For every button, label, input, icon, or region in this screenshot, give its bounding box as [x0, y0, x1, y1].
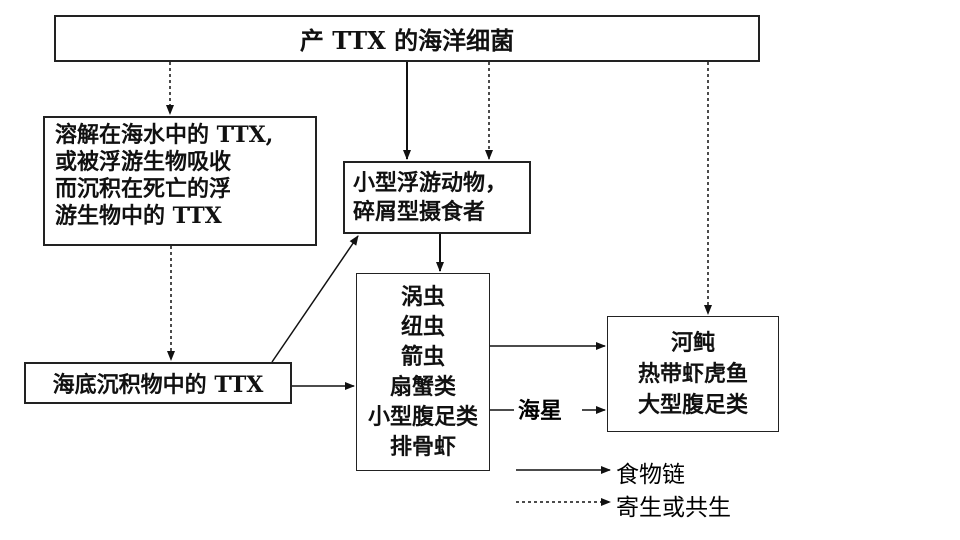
- dissolved-line-3: 而沉积在死亡的浮: [55, 176, 232, 202]
- sediment-label: 海底沉积物中的 TTX: [52, 372, 264, 398]
- invertebrate-item: 小型腹足类: [367, 404, 478, 430]
- arrow-sediment-to-plankton: [271, 235, 359, 363]
- seastar-label: 海星: [518, 398, 563, 424]
- invertebrate-item: 纽虫: [400, 314, 445, 340]
- dissolved-line-2: 或被浮游生物吸收: [55, 149, 232, 175]
- bacteria-label: 产 TTX 的海洋细菌: [299, 26, 515, 55]
- dissolved-ttx-box: 溶解在海水中的 TTX, 或被浮游生物吸收 而沉积在死亡的浮 游生物中的 TTX: [43, 116, 317, 246]
- bacteria-box: 产 TTX 的海洋细菌: [54, 15, 760, 62]
- dissolved-line-1: 溶解在海水中的 TTX,: [55, 122, 274, 148]
- plankton-line-1: 小型浮游动物，: [353, 170, 508, 196]
- predator-item: 热带虾虎鱼: [637, 360, 748, 387]
- dissolved-line-4: 游生物中的 TTX: [55, 203, 222, 229]
- predator-item: 大型腹足类: [637, 391, 748, 418]
- predator-item: 河鲀: [670, 329, 715, 356]
- legend-food-chain-label: 食物链: [616, 462, 685, 488]
- invertebrate-item: 扇蟹类: [389, 374, 456, 400]
- invertebrates-box: 涡虫 纽虫 箭虫 扇蟹类 小型腹足类 排骨虾: [356, 273, 490, 471]
- sediment-ttx-box: 海底沉积物中的 TTX: [24, 362, 292, 404]
- legend-parasite-label: 寄生或共生: [616, 495, 731, 521]
- invertebrate-item: 排骨虾: [389, 434, 456, 460]
- predators-box: 河鲀 热带虾虎鱼 大型腹足类: [607, 316, 779, 432]
- plankton-line-2: 碎屑型摄食者: [353, 199, 486, 225]
- invertebrate-item: 涡虫: [400, 284, 445, 310]
- plankton-box: 小型浮游动物， 碎屑型摄食者: [343, 161, 531, 234]
- invertebrate-item: 箭虫: [400, 344, 445, 370]
